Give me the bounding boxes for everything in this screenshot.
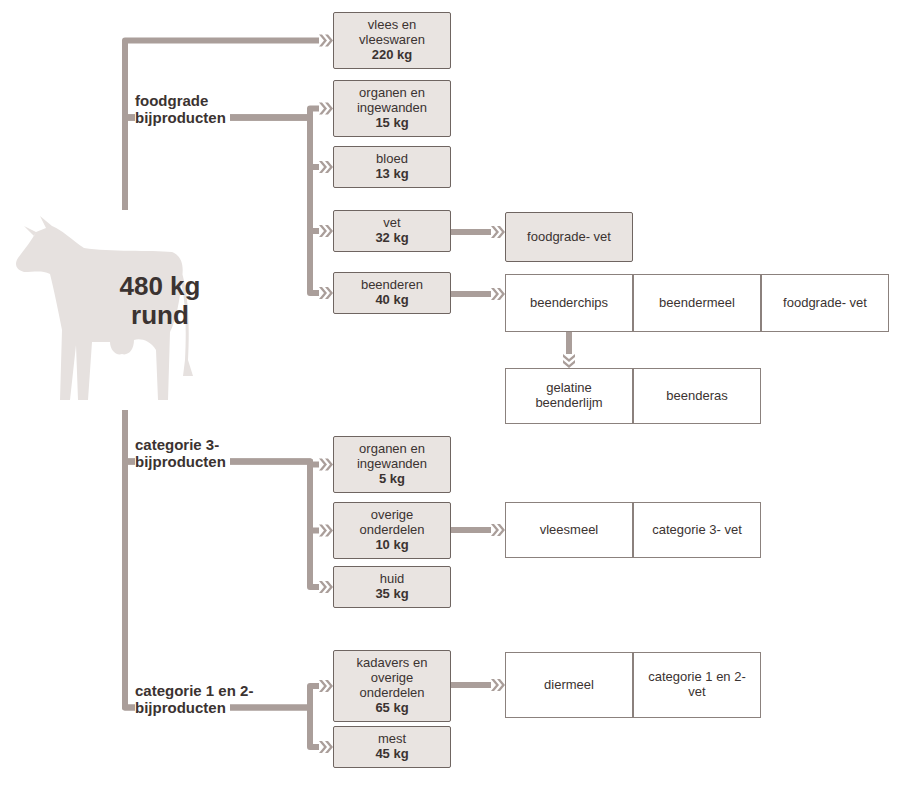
flow-arrow (125, 410, 319, 530)
box-text: vet (338, 216, 446, 231)
product-box: bloed13 kg (333, 146, 451, 188)
flow-arrow (125, 40, 319, 210)
box-text: kadavers en overige onderdelen (338, 656, 446, 701)
derived-product-box: gelatine beenderlijm (505, 368, 633, 424)
flow-arrow (125, 410, 319, 747)
box-text: bloed (338, 152, 446, 167)
product-box: foodgrade- vet (505, 212, 633, 262)
box-text: organen en ingewanden (338, 86, 446, 116)
flow-arrow (451, 291, 491, 297)
weight-value: 10 kg (338, 538, 446, 553)
box-text: organen en ingewanden (338, 442, 446, 472)
derived-product-box: categorie 1 en 2-vet (633, 652, 761, 718)
box-text: mest (338, 732, 446, 747)
derived-product-box: vleesmeel (505, 502, 633, 558)
box-text: foodgrade- vet (510, 230, 628, 245)
group-heading-text: categorie 1 en 2- bijproducten (135, 682, 253, 716)
flow-arrow (125, 118, 319, 231)
cattle-node: 480 kg rund (0, 210, 220, 410)
product-box: organen en ingewanden5 kg (333, 436, 451, 493)
weight-value: 32 kg (338, 231, 446, 246)
weight-value: 40 kg (338, 293, 446, 308)
weight-value: 65 kg (338, 701, 446, 716)
product-box: beenderen40 kg (333, 272, 451, 314)
flow-arrow (125, 118, 319, 211)
weight-value: 45 kg (338, 747, 446, 762)
product-box: kadavers en overige onderdelen65 kg (333, 650, 451, 722)
flow-arrow (566, 332, 572, 354)
flow-arrow (451, 527, 491, 533)
box-text: overige onderdelen (338, 508, 446, 538)
derived-product-box: beendermeel (633, 274, 761, 332)
box-text: beendermeel (642, 296, 752, 311)
group-heading: foodgrade bijproducten (135, 92, 245, 126)
derived-product-box: categorie 3- vet (633, 502, 761, 558)
derived-product-box: foodgrade- vet (761, 274, 889, 332)
product-box: vet32 kg (333, 210, 451, 252)
box-text: vleesmeel (514, 523, 624, 538)
group-heading: categorie 1 en 2- bijproducten (135, 682, 275, 716)
total-weight: 480 kg rund (100, 272, 220, 329)
box-text: vlees en vleeswaren (338, 18, 446, 48)
flow-arrow (451, 682, 491, 688)
box-text: foodgrade- vet (770, 296, 880, 311)
flow-arrow (125, 410, 319, 587)
group-heading-text: foodgrade bijproducten (135, 92, 230, 126)
box-text: categorie 3- vet (642, 523, 752, 538)
group-heading-text: categorie 3- bijproducten (135, 436, 230, 470)
flow-arrow (125, 410, 319, 708)
group-heading: categorie 3- bijproducten (135, 436, 245, 470)
product-box: vlees en vleeswaren220 kg (333, 12, 451, 69)
flow-arrow (451, 229, 491, 235)
product-box: huid35 kg (333, 566, 451, 608)
box-text: beenderchips (514, 296, 624, 311)
weight-value: 13 kg (338, 167, 446, 182)
weight-value: 220 kg (338, 48, 446, 63)
box-text: beenderen (338, 278, 446, 293)
weight-value: 35 kg (338, 587, 446, 602)
product-box: mest45 kg (333, 726, 451, 768)
box-text: huid (338, 572, 446, 587)
box-text: beenderas (642, 389, 752, 404)
product-box: organen en ingewanden15 kg (333, 80, 451, 137)
box-text: categorie 1 en 2-vet (642, 670, 752, 700)
derived-product-box: beenderchips (505, 274, 633, 332)
box-text: gelatine beenderlijm (514, 381, 624, 411)
product-box: overige onderdelen10 kg (333, 502, 451, 559)
derived-product-box: beenderas (633, 368, 761, 424)
derived-product-box: diermeel (505, 652, 633, 718)
weight-value: 5 kg (338, 472, 446, 487)
box-text: diermeel (514, 678, 624, 693)
weight-value: 15 kg (338, 116, 446, 131)
